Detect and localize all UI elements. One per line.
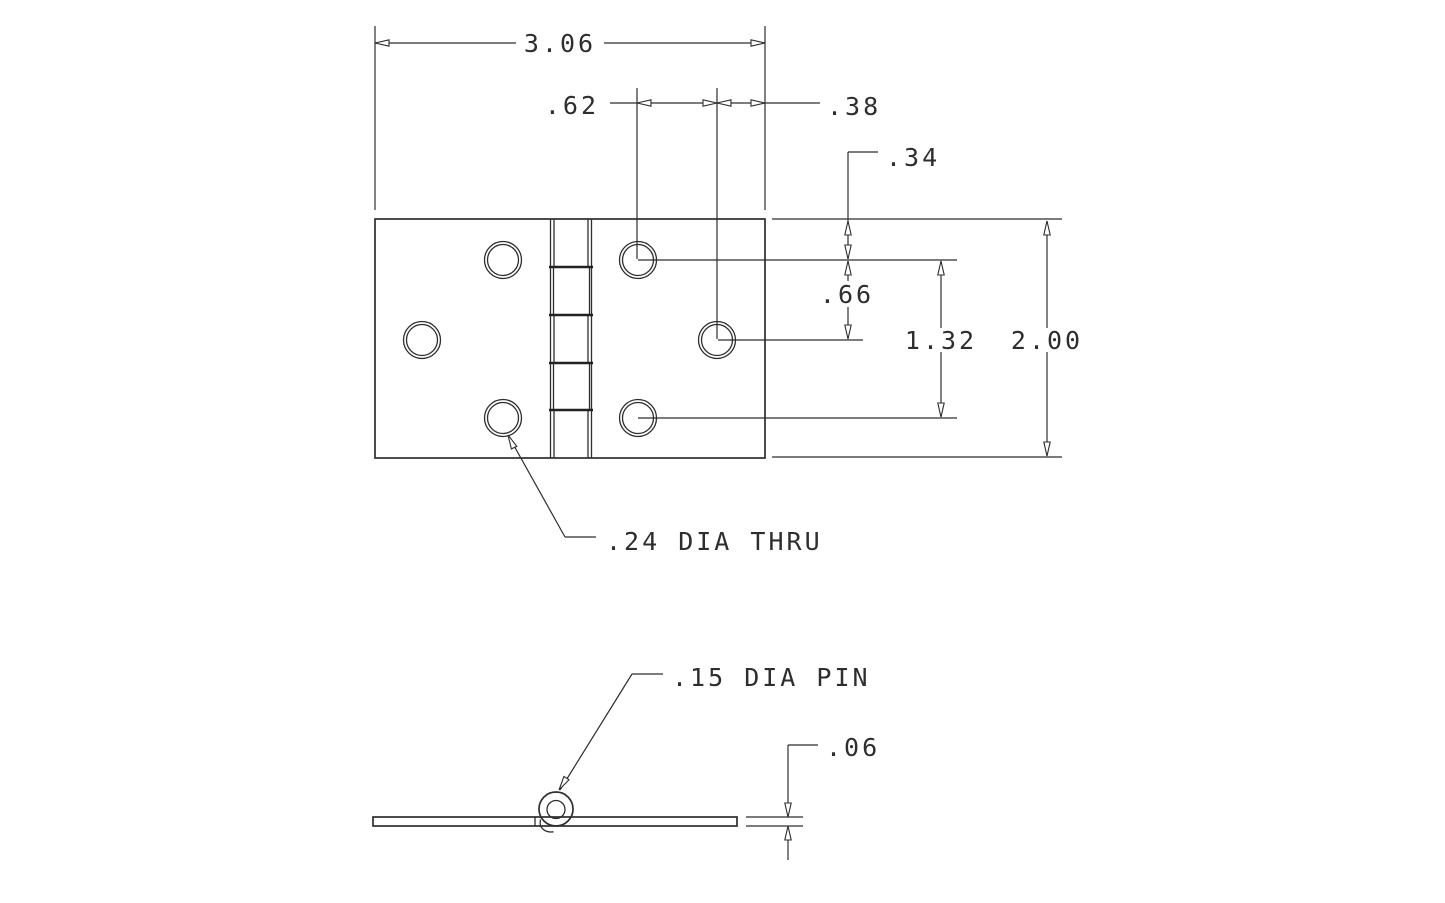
screw-holes [402,240,737,438]
arrowhead [784,802,792,818]
arrowhead [1043,441,1051,457]
right-extension-lines [638,218,1062,458]
hole-left-bottom-inner [486,401,520,435]
leader-line [507,434,566,538]
top-view: 3.06 .62 .38 .34 [374,26,1083,556]
arrowhead [558,775,570,791]
curl-tail [539,819,554,833]
dim-overall-height: 2.00 [1011,220,1083,457]
dim-text-overall-height: 2.00 [1011,326,1083,355]
arrowhead [716,99,732,107]
dim-top-edge-to-hole: .34 [844,143,940,260]
dim-text-top-edge-to-hole: .34 [886,143,940,172]
dim-text-leaf-thickness: .06 [826,733,880,762]
leader-line [559,673,633,791]
arrowhead [374,39,390,47]
dim-text-hole-row-spacing: .66 [820,280,874,309]
hole-left-middle-inner [405,323,439,357]
dim-leaf-thickness: .06 [746,733,880,860]
side-view: .15 DIA PIN .06 [372,663,880,860]
arrowhead [844,244,852,260]
arrowhead [1043,220,1051,236]
dim-text-hole-row-span: 1.32 [905,326,977,355]
arrowhead [844,260,852,276]
dim-text-overall-width: 3.06 [524,29,596,58]
hole-left-top [483,240,523,280]
note-text-pin-diameter: .15 DIA PIN [672,663,871,692]
dim-hole-columns: .62 .38 [545,88,881,339]
hinge-knuckle [549,219,593,458]
arrowhead [636,99,652,107]
dim-hole-row-spacing: .66 [820,260,874,340]
hole-left-top-inner [486,243,520,277]
arrowhead [844,220,852,236]
knuckle-curl [538,791,574,827]
hinge-pin [546,799,566,820]
side-view-knuckle [538,791,574,833]
arrowhead [937,260,945,276]
arrowhead [750,99,766,107]
arrowhead [937,402,945,418]
dim-hole-row-span: 1.32 [905,260,977,418]
arrowhead [844,324,852,340]
hole-left-middle [402,320,442,360]
note-text-hole-diameter: .24 DIA THRU [606,527,823,556]
hole-left-bottom [483,398,523,438]
dim-overall-width: 3.06 [374,26,766,210]
arrowhead [784,825,792,841]
note-hole-diameter: .24 DIA THRU [507,434,823,556]
hinge-outline [374,218,766,459]
dim-text-hole-column-spacing: .62 [545,91,599,120]
note-pin-diameter: .15 DIA PIN [558,663,871,791]
hinge-silhouette [374,218,766,459]
arrowhead [507,434,518,450]
arrowhead [702,99,718,107]
arrowhead [750,39,766,47]
dim-text-hole-to-edge: .38 [827,92,881,121]
